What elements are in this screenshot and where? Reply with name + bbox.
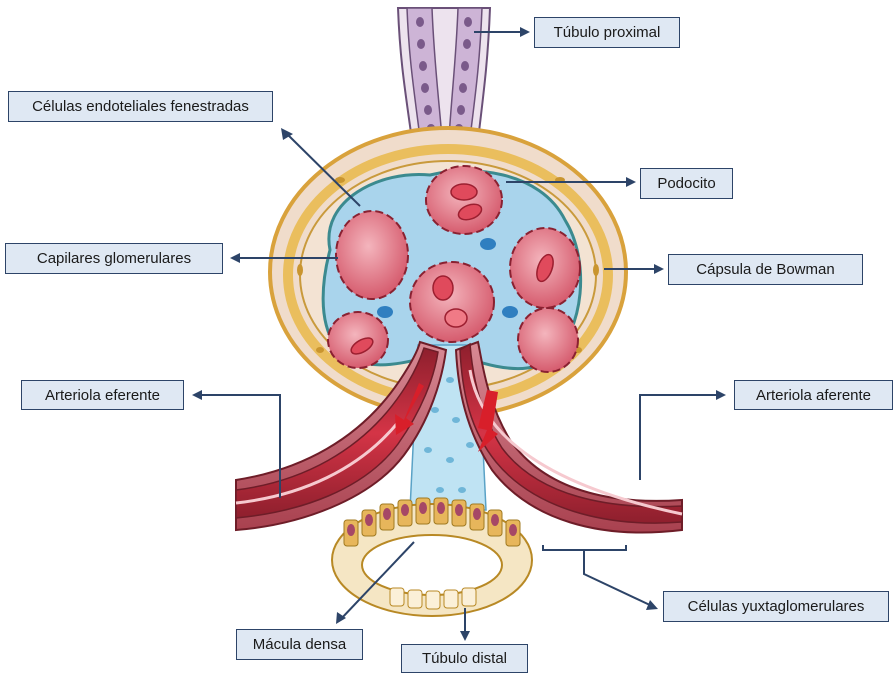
label-arteriola-eferente: Arteriola eferente [21,380,184,410]
leader-celulas-yuxta [543,545,652,606]
capillary-loop [518,308,578,372]
capillary-loop [336,211,408,299]
leader-arteriola-aferente [640,395,720,480]
label-celulas-yuxta: Células yuxtaglomerulares [663,591,889,622]
capillary-loop [426,166,502,234]
label-capilares: Capilares glomerulares [5,243,223,274]
capillary-loop [328,312,388,368]
label-capsula: Cápsula de Bowman [668,254,863,285]
label-tubulo-distal: Túbulo distal [401,644,528,673]
capillary-loop [410,262,494,342]
label-celulas-endoteliales: Células endoteliales fenestradas [8,91,273,122]
distal-tubule [332,498,532,616]
label-arteriola-aferente: Arteriola aferente [734,380,893,410]
label-tubulo-proximal: Túbulo proximal [534,17,680,48]
capillary-loop [510,228,580,308]
label-macula-densa: Mácula densa [236,629,363,660]
proximal-tubule [398,8,490,140]
label-podocito: Podocito [640,168,733,199]
